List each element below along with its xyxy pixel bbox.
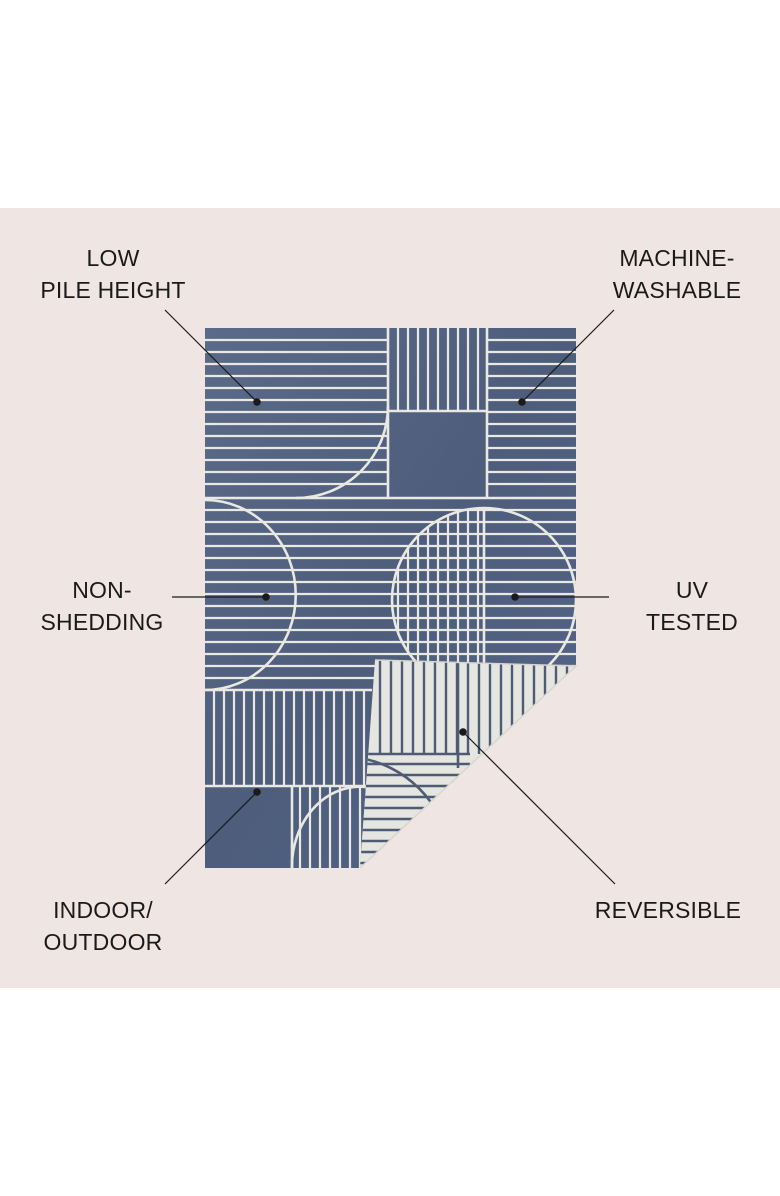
rug-reverse-fold	[359, 659, 578, 869]
label-indoor-outdoor: INDOOR/ OUTDOOR	[43, 897, 163, 955]
label-low-pile-height: LOW PILE HEIGHT	[40, 245, 186, 303]
feature-panel: LOW PILE HEIGHT MACHINE- WASHABLE NON- S…	[0, 208, 780, 988]
rug-illustration	[164, 309, 616, 885]
label-machine-washable: MACHINE- WASHABLE	[612, 245, 742, 303]
callout-lines	[164, 309, 616, 885]
label-reversible: REVERSIBLE	[594, 897, 742, 923]
label-non-shedding: NON- SHEDDING	[40, 577, 164, 635]
label-uv-tested: UV TESTED	[646, 577, 738, 635]
